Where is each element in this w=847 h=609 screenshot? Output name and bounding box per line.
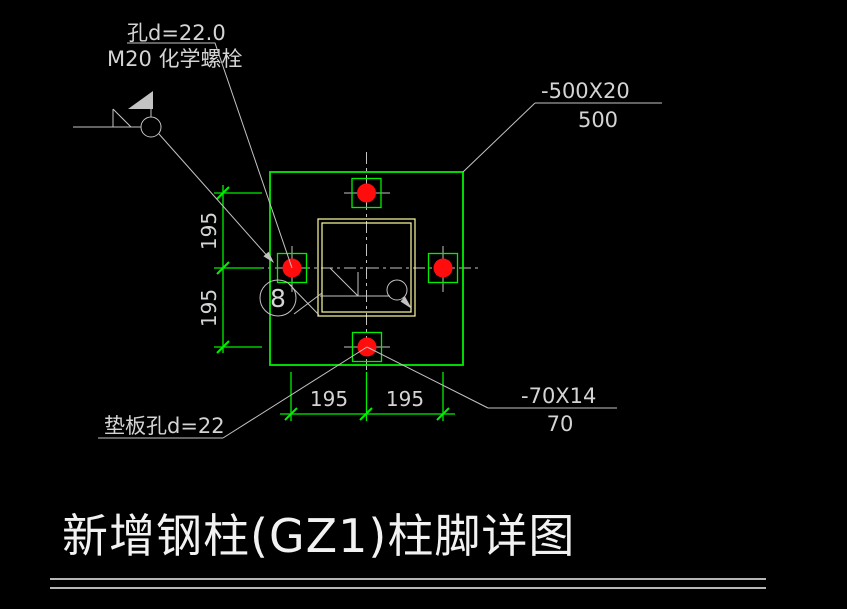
- dim-tick: [216, 340, 230, 354]
- pad-hole-label: 垫板孔d=22: [104, 414, 225, 438]
- pad-plate-width-label: 70: [547, 412, 574, 436]
- anchor-bolt-top: [357, 183, 376, 203]
- leader-base-plate: [462, 102, 536, 173]
- inner-weld-all-around-circle: [386, 279, 408, 301]
- dim-text-left-lower: 195: [197, 289, 221, 327]
- base-plate-width-label: 500: [578, 108, 618, 132]
- dim-text-bottom-left: 195: [310, 387, 348, 411]
- washer-plate-right: [427, 252, 459, 284]
- weld-all-around-circle: [140, 116, 162, 138]
- dim-tick: [284, 407, 298, 421]
- inner-weld-fillet-hypotenuse: [329, 267, 359, 297]
- base-plate-spec-label: -500X20: [541, 79, 630, 103]
- weld-number-text: 8: [270, 284, 286, 313]
- base-plate-outline: [269, 171, 464, 366]
- field-weld-flag-icon: [128, 91, 153, 109]
- washer-plate-left: [276, 252, 308, 284]
- weld-number-leader-2: [293, 292, 323, 315]
- dim-text-left-upper: 195: [197, 212, 221, 250]
- leader-arrowhead: [263, 251, 274, 263]
- leader-pad-plate: [366, 346, 489, 409]
- weld-number-leader-1: [288, 283, 320, 316]
- dim-text-bottom-right: 195: [386, 387, 424, 411]
- dim-tick: [216, 186, 230, 200]
- inner-weld-arrowhead: [400, 296, 412, 309]
- pad-plate-spec-label: -70X14: [521, 384, 596, 408]
- leader-weld-symbol: [158, 133, 271, 260]
- anchor-hole-label: 孔d=22.0: [127, 21, 226, 45]
- weld-number-circle: [259, 279, 297, 317]
- dim-tick: [216, 261, 230, 275]
- dim-tick: [436, 407, 450, 421]
- washer-plate-top: [351, 177, 382, 209]
- weld-fillet-symbol-hypotenuse: [112, 108, 132, 128]
- anchor-bolt-label: M20 化学螺栓: [107, 47, 243, 71]
- drawing-title: 新增钢柱(GZ1)柱脚详图: [62, 509, 575, 563]
- washer-plate-bottom: [351, 331, 383, 363]
- leader-anchor-bolt: [127, 42, 293, 269]
- column-section-inner: [321, 222, 412, 313]
- dim-tick: [359, 407, 373, 421]
- leader-pad-hole: [222, 346, 368, 439]
- column-section-outer: [317, 218, 416, 317]
- anchor-bolt-right: [433, 258, 453, 278]
